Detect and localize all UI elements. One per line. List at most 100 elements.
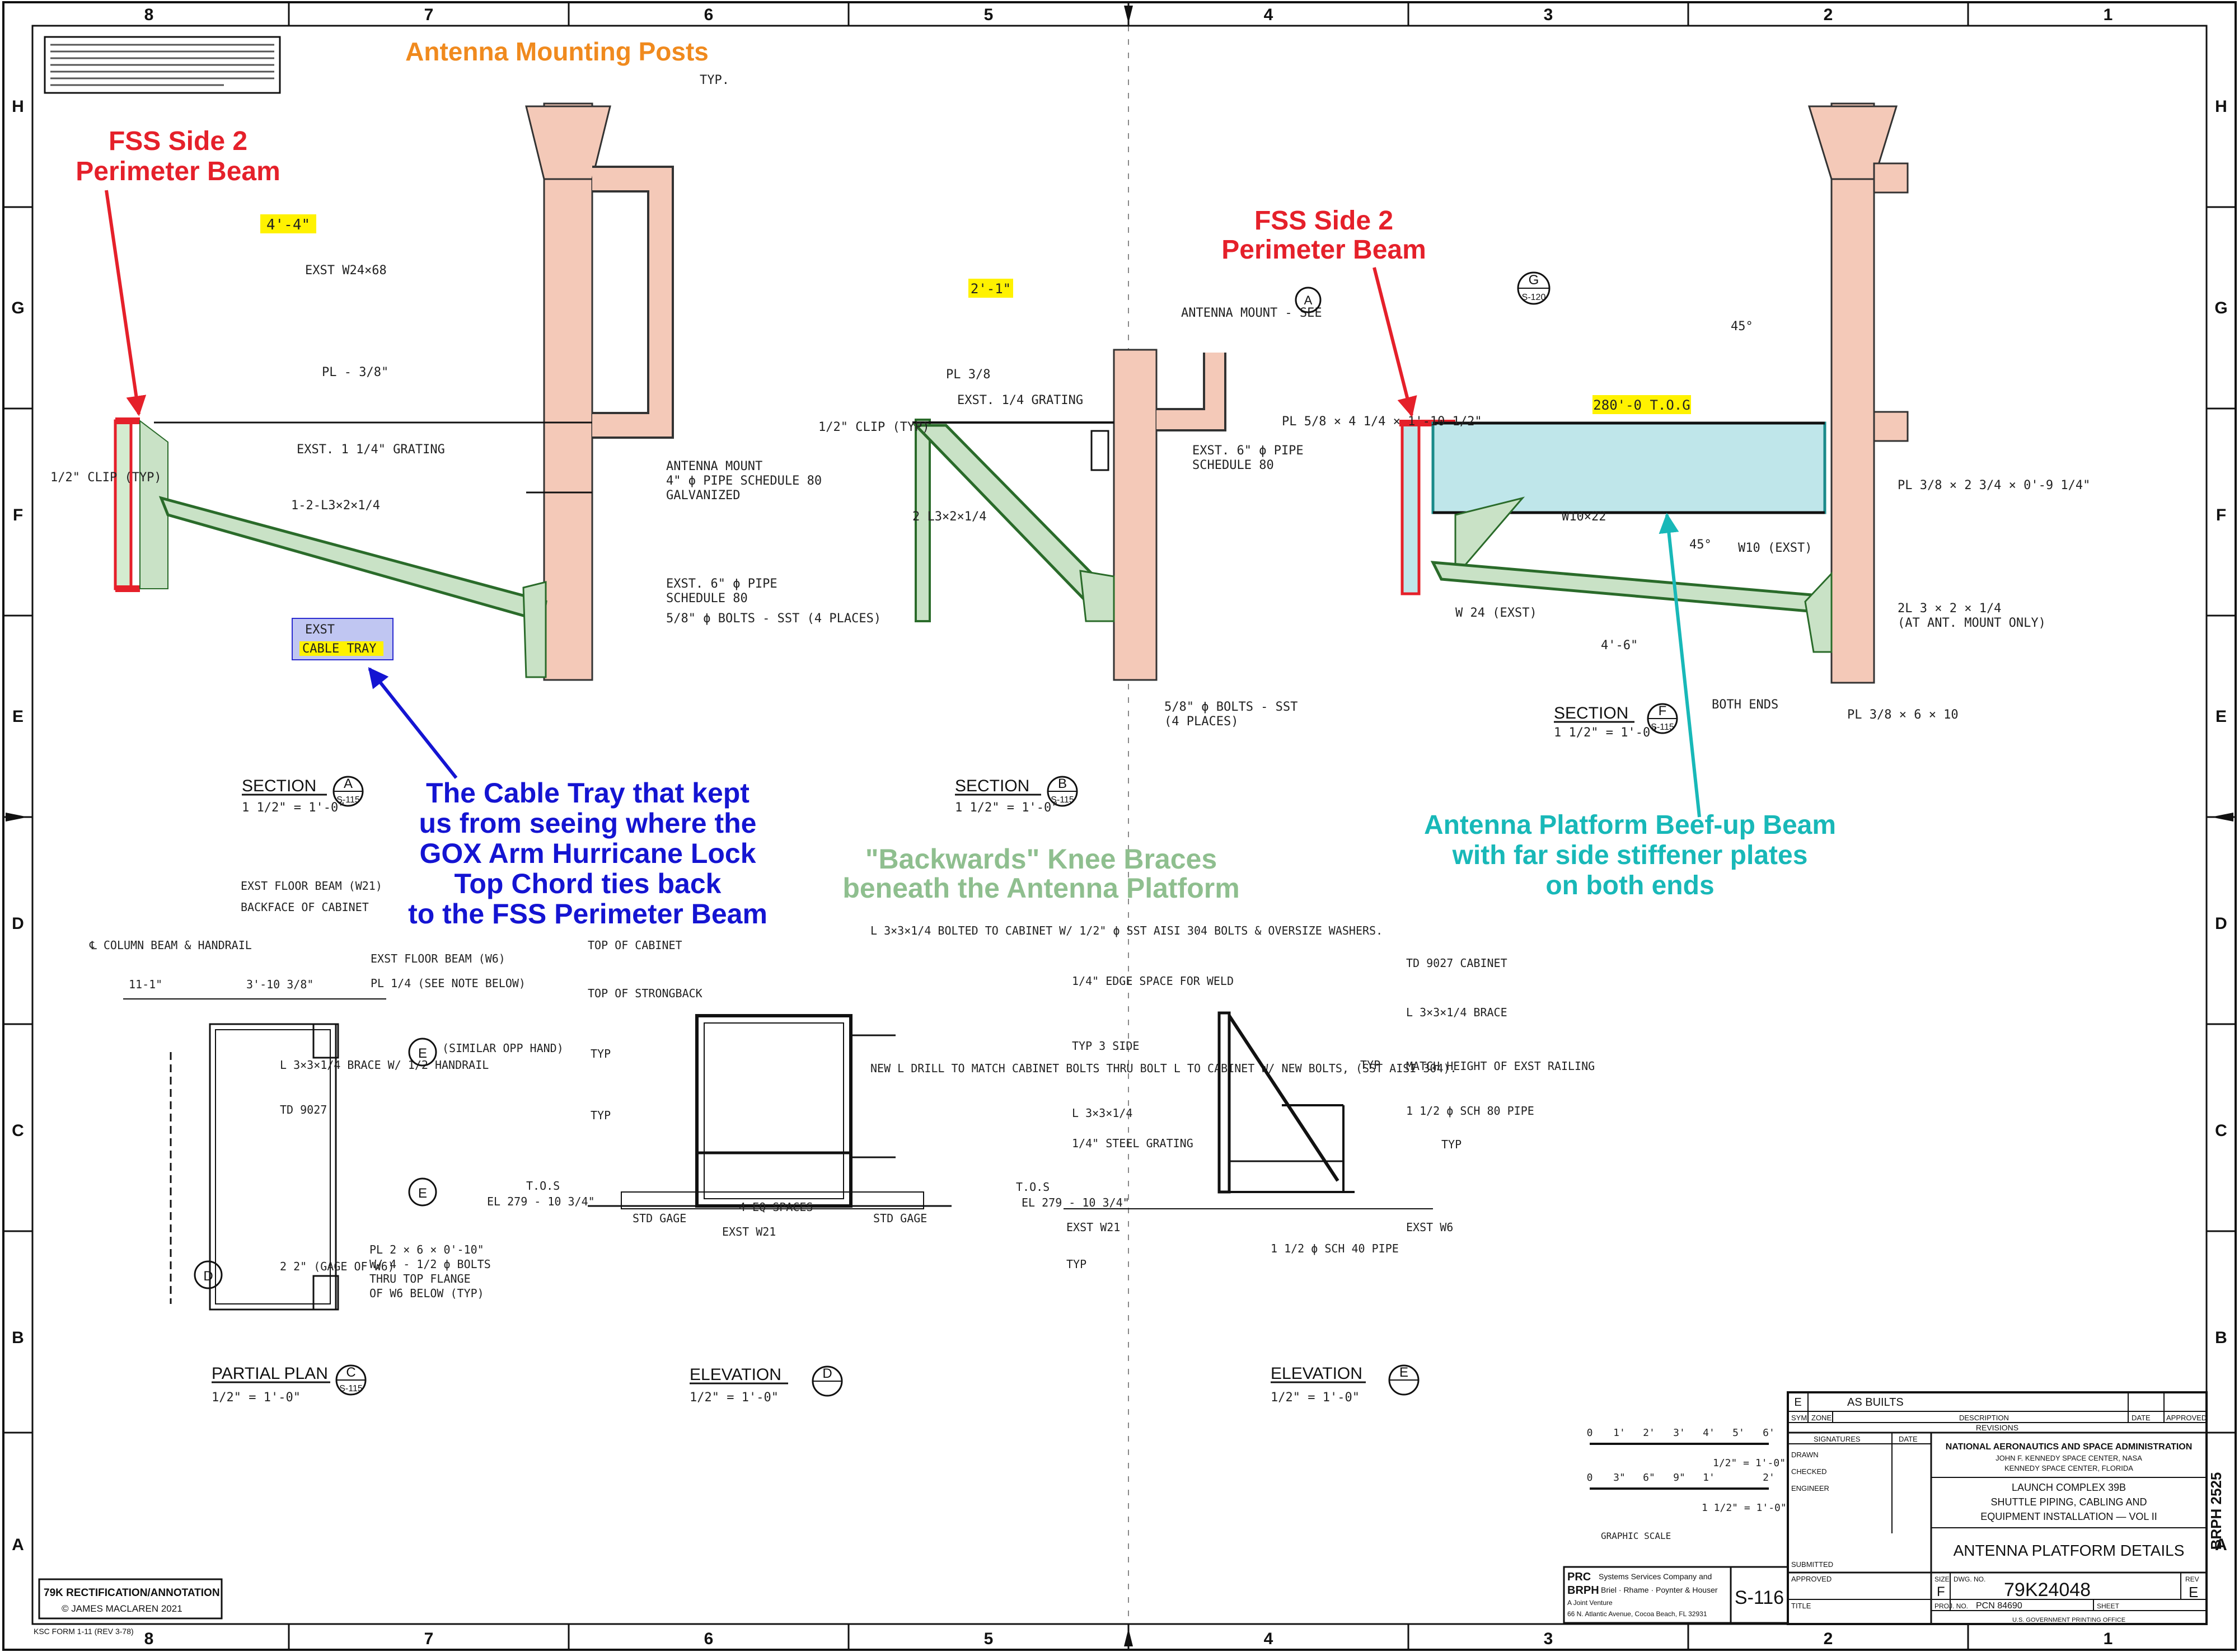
elevation-d-notes: TOP OF CABINET TOP OF STRONGBACK L 3×3×1…	[487, 924, 1457, 1238]
zone-bottom-5: 5	[984, 1630, 994, 1648]
ed-letter: D	[822, 1366, 832, 1381]
elevation-d-title: ELEVATION D 1/2" = 1'-0"	[690, 1365, 843, 1405]
partial-plan-drawing	[123, 998, 386, 1311]
grating-label: EXST. 1 1/4" GRATING	[297, 443, 445, 457]
tb-signatures: SIGNATURES	[1814, 1435, 1861, 1443]
scale2-label: 1 1/2" = 1'-0"	[1702, 1502, 1787, 1514]
knee-brace-angle	[158, 496, 547, 623]
arrow-cable-tray	[368, 667, 458, 779]
ed-w21: EXST W21	[722, 1225, 776, 1238]
annotation-overlays: Antenna Mounting Posts FSS Side 2 Perime…	[76, 37, 1836, 930]
gusset-plate	[139, 419, 168, 589]
elevation-d-drawing	[588, 1014, 952, 1209]
pp-note-2: BACKFACE OF CABINET	[241, 900, 369, 914]
highlight-dim-b	[968, 279, 1013, 298]
elevation-e-title: ELEVATION E 1/2" = 1'-0"	[1271, 1364, 1420, 1405]
section-b-drawing	[912, 349, 1226, 681]
ee-typ-2: TYP	[1441, 1138, 1462, 1151]
ee-note-3: L 3×3×1/4	[1072, 1106, 1132, 1120]
section-a-letter: A	[344, 776, 353, 791]
ed-spaces: 4 EQ SPACES	[739, 1200, 813, 1214]
pp-scale: 1/2" = 1'-0"	[212, 1391, 301, 1405]
section-f-angle-45a: 45°	[1731, 320, 1753, 334]
ed-note-3: L 3×3×1/4 BOLTED TO CABINET W/ 1/2" ϕ SS…	[870, 924, 1383, 937]
cable-tray-highlight	[299, 641, 383, 656]
note-beefup-3: on both ends	[1545, 871, 1714, 900]
arrow-perimeter-f	[1373, 267, 1417, 417]
section-b-ext-pipe-1: EXST. 6" ϕ PIPE	[1192, 444, 1304, 458]
title-block-text: E AS BUILTS SYM. ZONE DESCRIPTION DATE A…	[1567, 1396, 2224, 1623]
ee-note-4: 1/4" STEEL GRATING	[1072, 1137, 1193, 1150]
tb-approved: APPROVED	[1791, 1575, 1832, 1583]
ed-note-4: NEW L DRILL TO MATCH CABINET BOLTS THRU …	[870, 1062, 1457, 1075]
partial-plan-notes: EXST FLOOR BEAM (W21) BACKFACE OF CABINE…	[89, 879, 564, 1300]
ref-g-sheet: S-120	[1522, 293, 1546, 302]
tb-center-1: JOHN F. KENNEDY SPACE CENTER, NASA	[1996, 1454, 2142, 1462]
tb-sheet-lbl: SHEET	[2097, 1602, 2120, 1610]
scale1-1: 1'	[1613, 1427, 1626, 1439]
tb-h-desc: DESCRIPTION	[1959, 1414, 2009, 1422]
tb-project-3: EQUIPMENT INSTALLATION — VOL II	[1980, 1511, 2157, 1522]
tb-org: NATIONAL AERONAUTICS AND SPACE ADMINISTR…	[1946, 1442, 2193, 1452]
tb-h-sym: SYM.	[1791, 1414, 1809, 1422]
tb-checked: CHECKED	[1791, 1467, 1827, 1476]
ext-beam-label: EXST W24×68	[305, 264, 387, 278]
section-f-pipe-post	[1830, 102, 1875, 684]
ee-note-2: TYP 3 SIDE	[1072, 1039, 1139, 1053]
pp-title-text: PARTIAL PLAN	[212, 1364, 328, 1383]
note-cable-tray-1: The Cable Tray that kept	[426, 777, 750, 809]
annotation-arrows	[105, 190, 1701, 818]
tb-project-1: LAUNCH COMPLEX 39B	[2012, 1482, 2126, 1493]
section-a-scale: 1 1/2" = 1'-0"	[242, 801, 345, 815]
cable-tray-label-2: CABLE TRAY	[302, 642, 376, 656]
section-b-bolts-2: (4 PLACES)	[1164, 715, 1238, 729]
scale2-0: 0	[1587, 1472, 1593, 1484]
zone-labels: 8 7 6 5 4 3 2 1 8 7 6 5 4 3 2 1 H G F E …	[11, 6, 2227, 1648]
credit-line-2: © JAMES MACLAREN 2021	[62, 1603, 182, 1614]
section-f-lower-brace	[1430, 561, 1829, 614]
scale1-2: 2'	[1643, 1427, 1655, 1439]
section-b-title-text: SECTION	[955, 777, 1029, 795]
pp-note-3: ℄ COLUMN BEAM & HANDRAIL	[89, 938, 252, 952]
section-f-title-text: SECTION	[1554, 704, 1628, 722]
pp-dim-2: 3'-10 3/8"	[246, 978, 313, 991]
section-b-ext-pipe-2: SCHEDULE 80	[1192, 458, 1274, 472]
ed-tos: T.O.S	[526, 1179, 560, 1193]
section-f-pl-right: PL 3/8 × 2 3/4 × 0'-9 1/4"	[1898, 478, 2090, 492]
w24-perimeter-beam-web	[114, 419, 133, 590]
note-cable-tray-3: GOX Arm Hurricane Lock	[419, 838, 756, 869]
section-b-antenna-mount	[1156, 353, 1224, 429]
zone-right-g: G	[2214, 299, 2227, 317]
zone-right-e: E	[2215, 707, 2227, 726]
section-b-sheet: S-115	[1051, 795, 1074, 805]
scale1-label: 1/2" = 1'-0"	[1713, 1457, 1786, 1469]
section-b-grating: EXST. 1/4 GRATING	[957, 393, 1083, 407]
ed-typ-2: TYP	[591, 1109, 611, 1122]
note-cable-tray-2: us from seeing where the	[419, 808, 757, 839]
section-f-ref-g: G S-120	[1517, 271, 1551, 305]
zone-right-b: B	[2215, 1329, 2227, 1347]
section-f-title: SECTION F S-115 1 1/2" = 1'-0"	[1554, 703, 1678, 740]
graphic-scales: 0 1' 2' 3' 4' 5' 6' 0 3" 6" 9" 1' 2' 1/2…	[1587, 1427, 1787, 1541]
ee-note-11: 1 1/2 ϕ SCH 40 PIPE	[1271, 1242, 1399, 1255]
section-f-angle-1: 2L 3 × 2 × 1/4	[1898, 602, 2001, 616]
pp-dim-1: 11-1"	[129, 978, 162, 991]
highlight-dim-a	[260, 214, 316, 233]
section-b-antenna-mount: ANTENNA MOUNT - SEE	[1181, 306, 1322, 320]
zone-right-f: F	[2216, 506, 2226, 524]
section-b-notes: EXST. 1/4 GRATING ANTENNA MOUNT - SEE A …	[818, 287, 1322, 729]
credit-line-1: 79K RECTIFICATION/ANNOTATION	[44, 1587, 220, 1599]
scale2-2: 6"	[1643, 1472, 1655, 1484]
arrow-perimeter-a	[105, 190, 147, 416]
tb-size-lbl: SIZE	[1934, 1575, 1950, 1583]
form-number: KSC FORM 1-11 (REV 3-78)	[34, 1627, 134, 1636]
zone-left-a: A	[12, 1536, 24, 1554]
ee-scale: 1/2" = 1'-0"	[1271, 1391, 1360, 1405]
tb-proj-lbl: PROJ. NO.	[1934, 1602, 1968, 1610]
note-perimeter-f-1: FSS Side 2	[1254, 206, 1393, 236]
tb-project-2: SHUTTLE PIPING, CABLING AND	[1990, 1496, 2147, 1508]
section-f-w24: W 24 (EXST)	[1455, 606, 1537, 620]
section-a-hl-dim: 4'-4"	[266, 217, 310, 233]
zone-left-e: E	[12, 707, 24, 726]
